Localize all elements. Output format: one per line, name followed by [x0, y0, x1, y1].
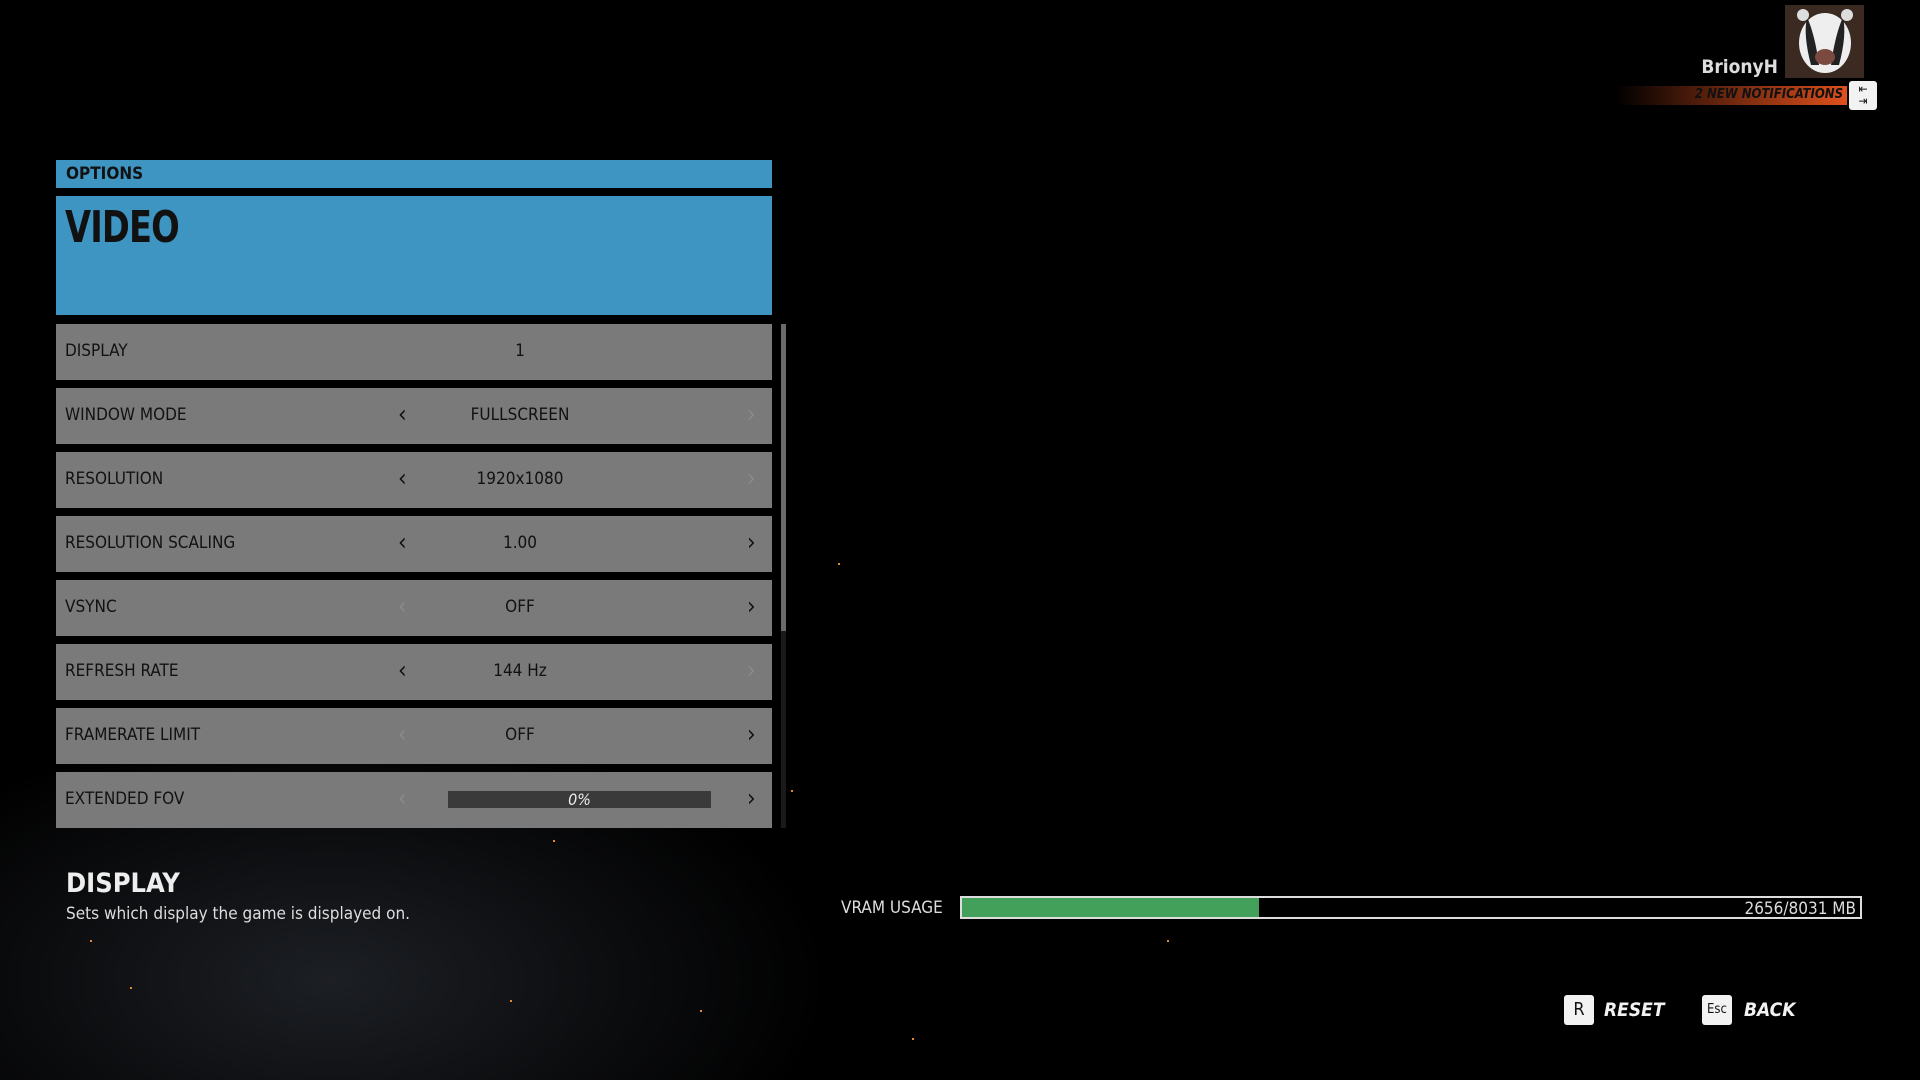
chevron-left-icon[interactable]: ‹ — [398, 528, 407, 556]
chevron-right-icon[interactable]: › — [747, 464, 756, 492]
esc-key-icon[interactable]: Esc — [1702, 995, 1732, 1025]
reset-key-icon[interactable]: R — [1564, 995, 1594, 1025]
setting-label: RESOLUTION SCALING — [65, 533, 236, 553]
chevron-right-icon[interactable]: › — [747, 592, 756, 620]
setting-row-framerate-limit[interactable]: FRAMERATE LIMIT ‹ › OFF — [56, 708, 772, 764]
setting-row-window-mode[interactable]: WINDOW MODE ‹ › FULLSCREEN — [56, 388, 772, 444]
badger-avatar-icon — [1785, 5, 1864, 78]
setting-label: WINDOW MODE — [65, 405, 187, 425]
setting-row-vsync[interactable]: VSYNC ‹ › OFF — [56, 580, 772, 636]
setting-value: FULLSCREEN — [470, 405, 570, 425]
vram-fill — [962, 898, 1259, 917]
scrollbar[interactable] — [781, 324, 786, 828]
setting-value: 144 Hz — [493, 661, 547, 681]
chevron-right-icon[interactable]: › — [747, 528, 756, 556]
setting-value: 1 — [515, 341, 525, 361]
page-title: VIDEO — [56, 196, 772, 315]
setting-label: REFRESH RATE — [65, 661, 179, 681]
username: BrionyH — [1701, 56, 1778, 78]
vram-usage-bar: 2656/8031 MB — [960, 896, 1862, 919]
back-button[interactable]: BACK — [1744, 999, 1796, 1021]
chevron-left-icon[interactable]: ‹ — [398, 656, 407, 684]
fov-slider[interactable]: 0% — [448, 791, 711, 808]
setting-row-display[interactable]: DISPLAY 1 — [56, 324, 772, 380]
chevron-right-icon[interactable]: › — [747, 784, 756, 812]
chevron-left-icon[interactable]: ‹ — [398, 592, 407, 620]
setting-value: 1920x1080 — [476, 469, 564, 489]
description-text: Sets which display the game is displayed… — [66, 904, 411, 924]
swap-arrows-icon[interactable]: ⇤⇥ — [1849, 81, 1877, 110]
setting-row-resolution-scaling[interactable]: RESOLUTION SCALING ‹ › 1.00 — [56, 516, 772, 572]
notifications-banner[interactable]: 2 NEW NOTIFICATIONS — [1616, 86, 1847, 105]
scrollbar-thumb[interactable] — [781, 324, 786, 631]
chevron-left-icon[interactable]: ‹ — [398, 720, 407, 748]
setting-row-extended-fov[interactable]: EXTENDED FOV ‹ › 0% — [56, 772, 772, 828]
setting-label: RESOLUTION — [65, 469, 164, 489]
chevron-right-icon[interactable]: › — [747, 656, 756, 684]
setting-value: 1.00 — [502, 533, 538, 553]
chevron-left-icon[interactable]: ‹ — [398, 400, 407, 428]
setting-value: OFF — [505, 725, 535, 745]
setting-label: EXTENDED FOV — [65, 789, 185, 809]
reset-button[interactable]: RESET — [1604, 999, 1665, 1021]
vram-value: 2656/8031 MB — [1744, 899, 1856, 919]
breadcrumb-options: OPTIONS — [56, 160, 772, 188]
chevron-right-icon[interactable]: › — [747, 720, 756, 748]
setting-label: FRAMERATE LIMIT — [65, 725, 201, 745]
setting-label: VSYNC — [65, 597, 117, 617]
chevron-right-icon[interactable]: › — [747, 400, 756, 428]
setting-value: OFF — [505, 597, 535, 617]
chevron-left-icon[interactable]: ‹ — [398, 464, 407, 492]
setting-row-refresh-rate[interactable]: REFRESH RATE ‹ › 144 Hz — [56, 644, 772, 700]
description-title: DISPLAY — [66, 868, 180, 899]
vram-label: VRAM USAGE — [841, 898, 943, 918]
chevron-left-icon[interactable]: ‹ — [398, 784, 407, 812]
setting-label: DISPLAY — [65, 341, 128, 361]
avatar[interactable] — [1785, 5, 1864, 78]
setting-row-resolution[interactable]: RESOLUTION ‹ › 1920x1080 — [56, 452, 772, 508]
